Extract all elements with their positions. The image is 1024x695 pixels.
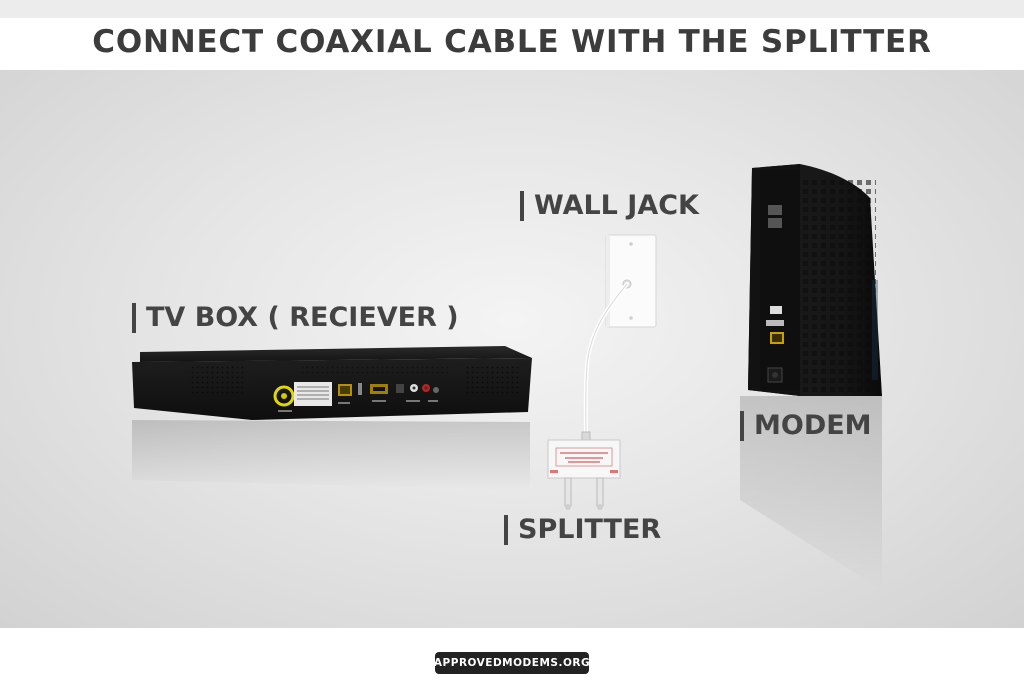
label-bar-icon xyxy=(740,410,744,441)
modem-device xyxy=(748,164,882,396)
devices-illustration xyxy=(132,164,882,590)
tv-box-device xyxy=(132,346,532,420)
splitter-output-port xyxy=(564,477,572,507)
wall-jack-label: WALL JACK xyxy=(520,190,699,221)
splitter-output-port xyxy=(596,477,604,507)
coax-port-icon xyxy=(273,385,295,407)
brand-badge: APPROVEDMODEMS.ORG xyxy=(434,652,590,674)
modem-reflection xyxy=(740,396,882,590)
page-title: CONNECT COAXIAL CABLE WITH THE SPLITTER xyxy=(92,24,932,60)
label-bar-icon xyxy=(132,302,136,333)
label-bar-icon xyxy=(504,514,508,545)
modem-label: MODEM xyxy=(740,410,872,441)
header-bar xyxy=(0,18,1024,70)
wall-jack-plate xyxy=(605,234,657,328)
splitter-device xyxy=(547,431,621,510)
tv-box-reflection xyxy=(132,420,530,490)
top-strip xyxy=(0,0,1024,18)
splitter-label: SPLITTER xyxy=(504,514,661,545)
label-bar-icon xyxy=(520,190,524,221)
tv-box-label: TV BOX ( RECIEVER ) xyxy=(132,302,459,333)
illustration-area: WALL JACK TV BOX ( RECIEVER ) MODEM SPLI… xyxy=(0,70,1024,628)
